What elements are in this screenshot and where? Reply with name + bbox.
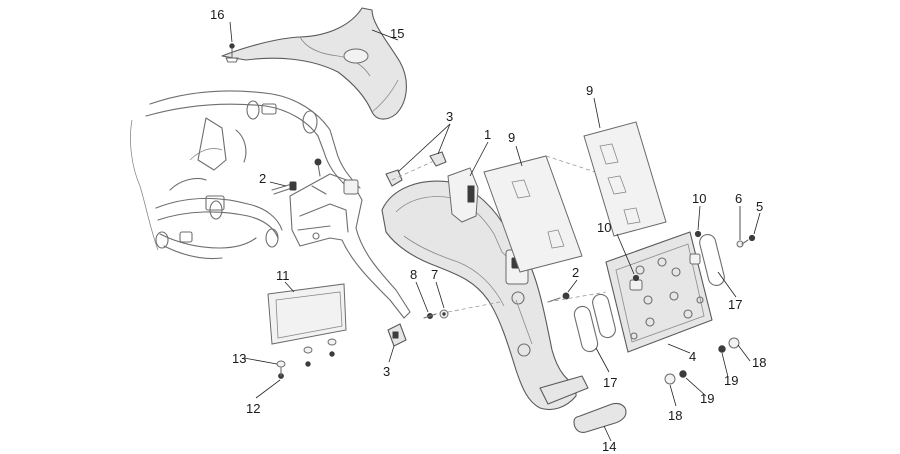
- grommet-part-17-center[interactable]: [573, 293, 617, 354]
- callout-17-right: 17: [728, 297, 742, 312]
- callout-2-right: 2: [572, 265, 579, 280]
- nut-part-19-lower[interactable]: [679, 370, 687, 378]
- leader-lines: [229, 21, 761, 442]
- rear-frame: [130, 90, 361, 260]
- callout-19-lower: 19: [700, 391, 714, 406]
- rear-cowl-part[interactable]: [221, 7, 407, 120]
- washer-part-18-lower[interactable]: [664, 373, 676, 385]
- callout-10-upper: 10: [692, 191, 706, 206]
- plate-bracket-part-11[interactable]: [267, 283, 347, 345]
- callout-3-lower: 3: [383, 364, 390, 379]
- mudguard-support-bracket: [289, 173, 411, 319]
- reflector-plate-9-right[interactable]: [583, 121, 667, 237]
- rivet-part-10-upper[interactable]: [694, 230, 702, 238]
- leader-guide-2: [547, 291, 607, 303]
- reflector-part-14[interactable]: [573, 402, 627, 433]
- callout-6: 6: [735, 191, 742, 206]
- leader-guide-8: [447, 301, 501, 313]
- callout-12: 12: [246, 401, 260, 416]
- callout-13: 13: [232, 351, 246, 366]
- callout-17-center: 17: [603, 375, 617, 390]
- washer-part-13[interactable]: [276, 360, 286, 368]
- callout-4: 4: [689, 349, 696, 364]
- callout-8: 8: [410, 267, 417, 282]
- callout-numbers: 16 15 3 1 9 9 2 10 6 5 10 11 8 7 2 17 13…: [210, 7, 766, 454]
- license-plate-bracket-part[interactable]: [605, 231, 713, 353]
- screw-part-2-left[interactable]: [271, 158, 322, 195]
- screw-part-5[interactable]: [741, 234, 756, 245]
- screw-part-8[interactable]: [423, 313, 437, 319]
- callout-10-lower: 10: [597, 220, 611, 235]
- rivet-part-10-lower[interactable]: [632, 274, 640, 282]
- callout-18-right: 18: [752, 355, 766, 370]
- callout-19-right: 19: [724, 373, 738, 388]
- grommet-part-17-right[interactable]: [698, 233, 726, 287]
- washer-part-7[interactable]: [439, 309, 449, 319]
- callout-11: 11: [276, 268, 290, 283]
- washer-part-6[interactable]: [736, 240, 744, 248]
- clip-part-3-lower[interactable]: [387, 323, 407, 347]
- callout-9-left: 9: [508, 130, 515, 145]
- callout-18-lower: 18: [668, 408, 682, 423]
- callout-16: 16: [210, 7, 224, 22]
- callout-14: 14: [602, 439, 616, 454]
- screw-part-12[interactable]: [278, 367, 284, 379]
- callout-7: 7: [431, 267, 438, 282]
- callout-15: 15: [390, 26, 404, 41]
- clip-part-3-upper[interactable]: [385, 151, 447, 187]
- washer-part-18-right[interactable]: [728, 337, 740, 349]
- screw-part-16[interactable]: [225, 43, 239, 63]
- screw-part-2-right[interactable]: [547, 292, 570, 303]
- fastener-group-11: [303, 338, 337, 367]
- callout-9-right: 9: [586, 83, 593, 98]
- callout-5: 5: [756, 199, 763, 214]
- callout-2-left: 2: [259, 171, 266, 186]
- nut-part-19-right[interactable]: [718, 345, 726, 353]
- callout-1: 1: [484, 127, 491, 142]
- callout-3-upper: 3: [446, 109, 453, 124]
